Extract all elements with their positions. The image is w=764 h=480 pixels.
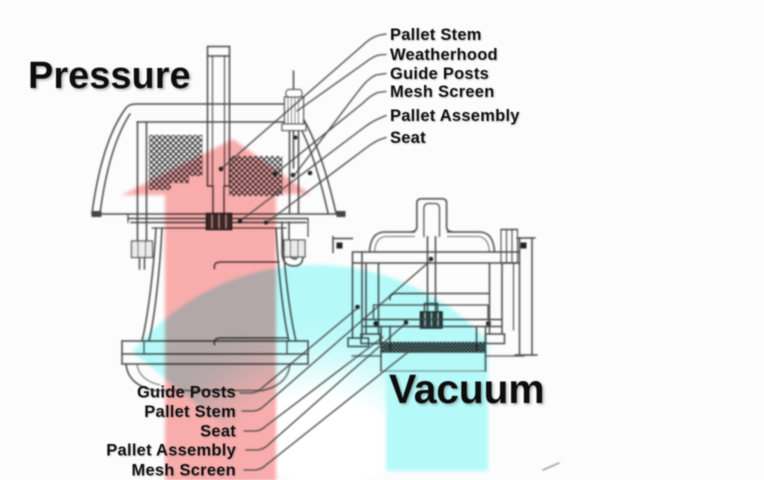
svg-text:Vacuum: Vacuum: [389, 366, 544, 412]
svg-text:Pressure: Pressure: [28, 55, 191, 97]
svg-text:Pallet Stem: Pallet Stem: [144, 403, 236, 421]
svg-text:Seat: Seat: [390, 129, 426, 147]
svg-text:Weatherhood: Weatherhood: [390, 46, 498, 64]
svg-text:Mesh Screen: Mesh Screen: [390, 83, 495, 101]
svg-text:Guide Posts: Guide Posts: [137, 384, 236, 402]
svg-text:Pallet Assembly: Pallet Assembly: [390, 107, 520, 125]
svg-text:Pallet Stem: Pallet Stem: [390, 26, 482, 44]
svg-text:Pallet Assembly: Pallet Assembly: [106, 442, 236, 460]
svg-text:Guide Posts: Guide Posts: [390, 65, 489, 83]
svg-text:Mesh Screen: Mesh Screen: [131, 462, 236, 480]
svg-text:Seat: Seat: [200, 423, 236, 441]
